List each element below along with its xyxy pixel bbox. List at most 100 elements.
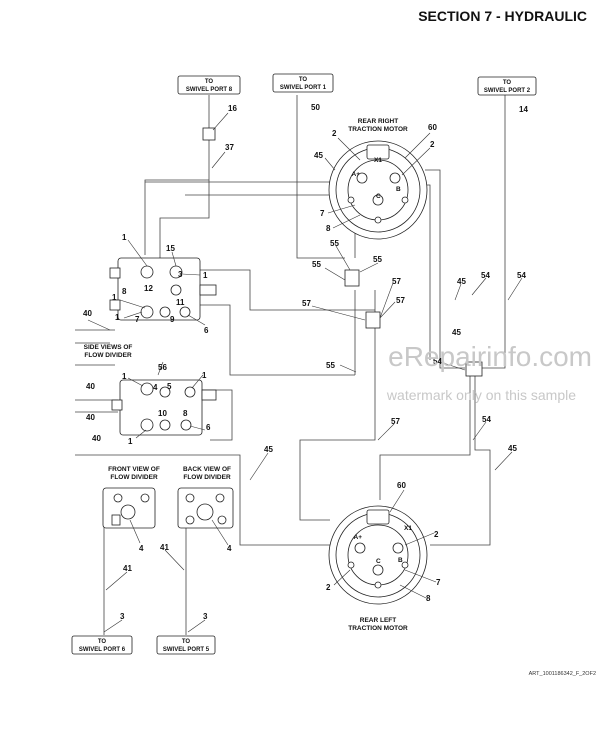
callout-6: 6 (206, 423, 211, 432)
callout-57: 57 (396, 296, 405, 305)
callout-40: 40 (92, 434, 101, 443)
side-views-caption-line1: SIDE VIEWS OF (84, 344, 133, 351)
callout-3: 3 (203, 612, 208, 621)
callout-1: 1 (202, 371, 207, 380)
callout-45: 45 (457, 277, 466, 286)
flow-divider-top (109, 257, 217, 321)
port-box-line1: TO (205, 79, 214, 85)
callout-54: 54 (482, 415, 491, 424)
callout-7: 7 (320, 209, 325, 218)
port-box-line2: SWIVEL PORT 8 (186, 87, 233, 93)
callout-54: 54 (433, 357, 442, 366)
port-box-line2: SWIVEL PORT 2 (484, 88, 531, 94)
swivel-port-box-1: TO SWIVEL PORT 1 (272, 73, 334, 93)
callout-41: 41 (123, 564, 132, 573)
back-view-caption-line1: BACK VIEW OF (183, 466, 231, 473)
front-view-caption-line1: FRONT VIEW OF (108, 466, 160, 473)
callout-11: 11 (176, 298, 185, 307)
motor-port-b-label: B (396, 186, 401, 193)
section-header: SECTION 7 - HYDRAULIC (418, 8, 587, 24)
callout-4: 4 (153, 383, 158, 392)
callout-45: 45 (452, 328, 461, 337)
watermark-sub: watermark only on this sample (386, 387, 576, 403)
callout-2: 2 (434, 530, 439, 539)
callout-12: 12 (144, 284, 153, 293)
callout-37: 37 (225, 143, 234, 152)
art-reference: ART_1001186342_F_2OF2 (529, 671, 596, 677)
swivel-port-box-5: TO SWIVEL PORT 5 (156, 635, 216, 655)
callout-56: 56 (158, 363, 167, 372)
callout-8: 8 (122, 287, 127, 296)
callout-55: 55 (373, 255, 382, 264)
callout-45: 45 (508, 444, 517, 453)
callout-45: 45 (264, 445, 273, 454)
callout-15: 15 (166, 244, 175, 253)
port-box-line2: SWIVEL PORT 1 (280, 85, 327, 91)
flow-divider-side (111, 379, 217, 436)
motor-port-b-label: B (398, 557, 403, 564)
callout-2: 2 (430, 140, 435, 149)
motor-port-c-label: C (376, 558, 381, 565)
callout-numbers: 16 37 50 14 60 2 45 2 7 8 55 55 55 57 57… (83, 103, 528, 621)
callout-50: 50 (311, 103, 320, 112)
callout-1: 1 (115, 313, 120, 322)
callout-40: 40 (83, 309, 92, 318)
motor-port-a-label: A+ (352, 171, 361, 178)
callout-57: 57 (302, 299, 311, 308)
front-view-caption-line2: FLOW DIVIDER (110, 474, 158, 481)
side-views-caption-line2: FLOW DIVIDER (84, 352, 132, 359)
motor-port-c-label: C (376, 193, 381, 200)
callout-8: 8 (426, 594, 431, 603)
rear-right-caption-line2: TRACTION MOTOR (348, 126, 408, 133)
hydraulic-lines (75, 95, 506, 635)
callout-8: 8 (326, 224, 331, 233)
rear-left-caption-line2: TRACTION MOTOR (348, 625, 408, 632)
callout-7: 7 (135, 315, 140, 324)
callout-8: 8 (183, 409, 188, 418)
callout-1: 1 (203, 271, 208, 280)
callout-2: 2 (332, 129, 337, 138)
port-box-line1: TO (98, 639, 107, 645)
flow-divider-back-view (177, 487, 234, 529)
callout-1: 1 (112, 293, 117, 302)
callout-16: 16 (228, 104, 237, 113)
callout-9: 9 (170, 315, 175, 324)
callout-2: 2 (326, 583, 331, 592)
callout-60: 60 (428, 123, 437, 132)
swivel-port-box-6: TO SWIVEL PORT 6 (71, 635, 133, 655)
rear-left-caption-line1: REAR LEFT (360, 617, 397, 624)
callout-55: 55 (312, 260, 321, 269)
port-box-line1: TO (299, 77, 308, 83)
flow-divider-front-view (102, 487, 156, 529)
port-box-line1: TO (503, 80, 512, 86)
callout-54: 54 (517, 271, 526, 280)
callout-55: 55 (330, 239, 339, 248)
callout-1: 1 (122, 233, 127, 242)
callout-3: 3 (120, 612, 125, 621)
callout-41: 41 (160, 543, 169, 552)
tee-fitting-57 (365, 311, 381, 329)
callout-4: 4 (227, 544, 232, 553)
swivel-port-box-2: TO SWIVEL PORT 2 (477, 76, 537, 96)
watermark-main: eRepairinfo.com (388, 341, 592, 372)
callout-57: 57 (392, 277, 401, 286)
callout-45: 45 (314, 151, 323, 160)
rear-right-caption-line1: REAR RIGHT (358, 118, 398, 125)
motor-port-x1-label: X1 (374, 157, 382, 164)
callout-1: 1 (128, 437, 133, 446)
rear-right-traction-motor: X1 A+ B C (328, 140, 428, 240)
callout-3: 3 (178, 270, 183, 279)
tee-fitting-54 (465, 361, 483, 377)
port-box-line1: TO (182, 639, 191, 645)
swivel-port-box-8: TO SWIVEL PORT 8 (177, 75, 241, 95)
leader-lines (87, 112, 523, 633)
callout-55: 55 (326, 361, 335, 370)
callout-57: 57 (391, 417, 400, 426)
rear-left-traction-motor: X1 A+ B C (328, 505, 428, 605)
fittings (202, 127, 483, 377)
motor-port-a-label: A+ (354, 534, 363, 541)
motor-port-x1-label: X1 (404, 525, 412, 532)
callout-54: 54 (481, 271, 490, 280)
callout-4: 4 (139, 544, 144, 553)
